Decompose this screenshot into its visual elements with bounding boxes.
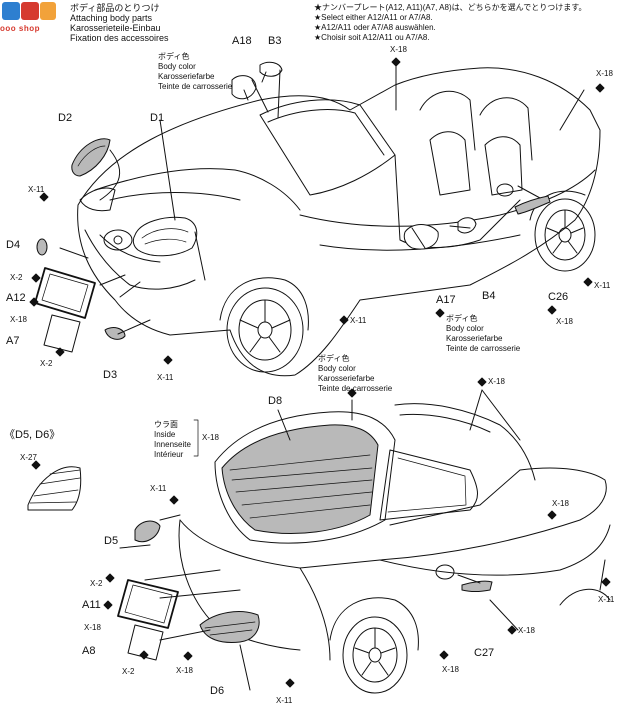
part-label-c27: C27 — [474, 647, 495, 659]
note-jp: ★ナンバープレート(A12, A11)(A7, A8)は、どちらかを選んでとりつ… — [314, 3, 587, 12]
watermark-logo: ooo shop — [0, 0, 58, 34]
body-color-en: Body color — [318, 364, 356, 373]
body-color-fr: Teinte de carrosserie — [158, 82, 233, 91]
logo-block-blue — [2, 2, 20, 20]
note-en: ★Select either A12/A11 or A7/A8. — [314, 13, 433, 22]
qty-x18-wheel: X-18 — [442, 665, 459, 674]
title-jp: ボディ部品のとりつけ — [70, 3, 160, 13]
body-color-de: Karosseriefarbe — [446, 334, 503, 343]
qty-x11-d2: X-11 — [28, 185, 45, 194]
body-color-de: Karosseriefarbe — [158, 72, 215, 81]
qty-x18-a11: X-18 — [84, 623, 101, 632]
part-label-a12: A12 — [6, 292, 26, 304]
part-label-c26: C26 — [548, 291, 569, 303]
qty-x18-topright: X-18 — [596, 69, 613, 78]
note-fr: ★Choisir soit A12/A11 ou A7/A8. — [314, 33, 430, 42]
front-parts — [34, 61, 551, 353]
part-label-a7: A7 — [6, 335, 20, 347]
qty-x2-a11: X-2 — [90, 579, 103, 588]
body-color-fr: Teinte de carrosserie — [446, 344, 521, 353]
part-label-a8: A8 — [82, 645, 96, 657]
body-color-note-2: ボディ色 Body color Karosseriefarbe Teinte d… — [446, 314, 520, 354]
part-label-d5: D5 — [104, 535, 119, 547]
rear-screws — [31, 377, 611, 688]
rear-parts — [27, 403, 536, 661]
part-label-a17: A17 — [436, 294, 456, 306]
title-fr: Fixation des accessoires — [70, 33, 169, 43]
qty-x18-door: X-18 — [552, 499, 569, 508]
note-de: ★A12/A11 oder A7/A8 auswählen. — [314, 23, 436, 32]
inside-fr: Intérieur — [154, 450, 184, 459]
qty-x27-d5: X-27 — [20, 453, 37, 462]
title-de: Karosserieteile-Einbau — [70, 23, 161, 33]
inside-jp: ウラ面 — [154, 420, 178, 429]
qty-x2-a12: X-2 — [10, 273, 23, 282]
part-label-b4: B4 — [482, 290, 496, 302]
plate-selection-note: ★ナンバープレート(A12, A11)(A7, A8)は、どちらかを選んでとりつ… — [314, 3, 587, 43]
qty-x11-rear: X-11 — [594, 281, 611, 290]
part-label-d6: D6 — [210, 685, 225, 697]
front-screws — [29, 57, 605, 365]
inside-en: Inside — [154, 430, 176, 439]
part-label-b3: B3 — [268, 35, 282, 47]
body-color-jp: ボディ色 — [318, 354, 350, 363]
body-color-note-1: ボディ色 Body color Karosseriefarbe Teinte d… — [158, 52, 232, 92]
qty-x11-d5: X-11 — [150, 484, 167, 493]
part-label-a18: A18 — [232, 35, 252, 47]
qty-x11-rearright: X-11 — [598, 595, 615, 604]
qty-x18-c26: X-18 — [556, 317, 573, 326]
front-leader-lines — [59, 59, 585, 335]
part-label-d8: D8 — [268, 395, 283, 407]
section-title: ボディ部品のとりつけ Attaching body parts Karosser… — [70, 3, 169, 43]
inside-note: ウラ面 Inside Innenseite Intérieur — [154, 420, 191, 460]
inside-de: Innenseite — [154, 440, 191, 449]
part-label-d5-d6: 《D5, D6》 — [4, 429, 61, 441]
front-car-drawing — [77, 67, 601, 377]
qty-x11-side: X-11 — [350, 316, 367, 325]
qty-x18-top: X-18 — [390, 45, 407, 54]
qty-x2-a7: X-2 — [40, 359, 53, 368]
body-color-note-3: ボディ色 Body color Karosseriefarbe Teinte d… — [318, 354, 392, 394]
qty-x2-a8: X-2 — [122, 667, 135, 676]
part-label-a11: A11 — [82, 599, 101, 611]
logo-block-orange — [40, 2, 56, 20]
part-label-d2: D2 — [58, 112, 73, 124]
body-color-en: Body color — [158, 62, 196, 71]
body-color-de: Karosseriefarbe — [318, 374, 375, 383]
qty-x18-roof: X-18 — [488, 377, 505, 386]
watermark-text: ooo shop — [0, 24, 40, 33]
part-label-d4: D4 — [6, 239, 21, 251]
rear-leader-lines — [119, 389, 606, 691]
rear-car-drawing — [178, 411, 611, 694]
body-color-en: Body color — [446, 324, 484, 333]
body-color-fr: Teinte de carrosserie — [318, 384, 393, 393]
qty-x18-d6: X-18 — [176, 666, 193, 675]
logo-block-red — [21, 2, 39, 20]
qty-x11-bottom: X-11 — [276, 696, 293, 705]
part-label-d1: D1 — [150, 112, 165, 124]
qty-x18-a12: X-18 — [10, 315, 27, 324]
body-color-jp: ボディ色 — [446, 314, 478, 323]
body-color-jp: ボディ色 — [158, 52, 190, 61]
qty-x11-d3: X-11 — [157, 373, 174, 382]
qty-x18-inside: X-18 — [202, 433, 219, 442]
qty-x18-c27: X-18 — [518, 626, 535, 635]
title-en: Attaching body parts — [70, 13, 153, 23]
part-label-d3: D3 — [103, 369, 118, 381]
